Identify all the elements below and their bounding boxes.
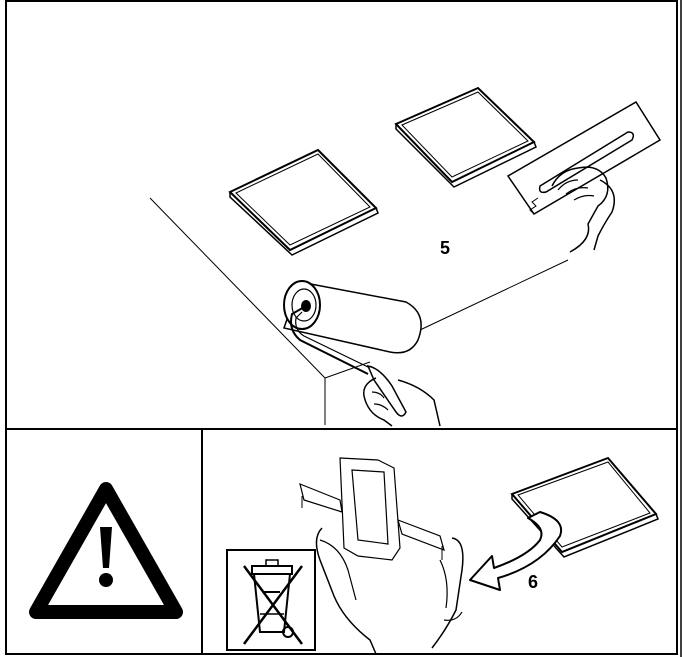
step-5-label: 5 xyxy=(440,238,450,258)
step-6-label: 6 xyxy=(528,572,538,592)
crossed-out-wheelie-bin-icon xyxy=(227,550,315,650)
